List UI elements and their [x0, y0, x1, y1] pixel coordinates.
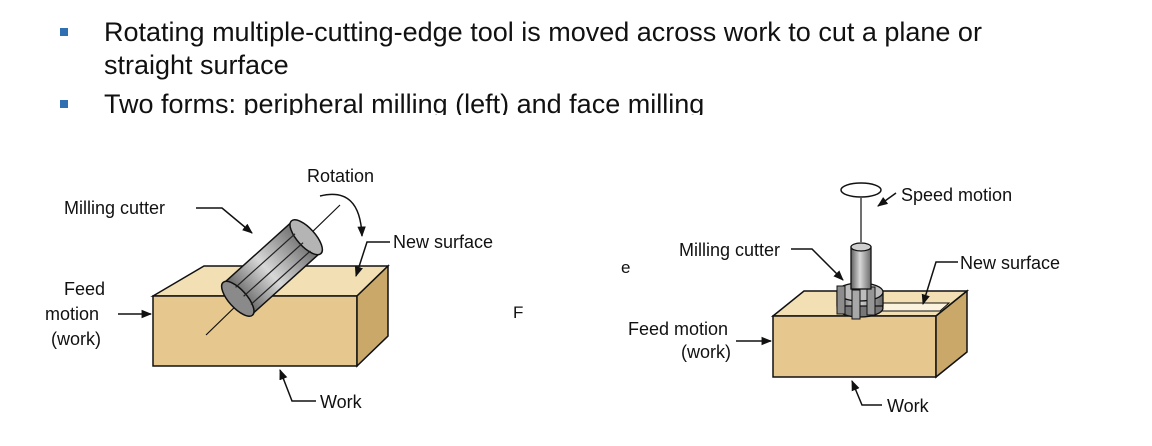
left-figure: Rotation Milling cutter New surface Feed…: [45, 166, 493, 412]
right-milling-cutter-label: Milling cutter: [679, 240, 780, 260]
bullet-text-line: Two forms: peripheral milling (left) and…: [104, 89, 705, 115]
right-speed-motion-label: Speed motion: [901, 185, 1012, 205]
right-new-surface-label: New surface: [960, 253, 1060, 273]
left-milling-cutter: [205, 204, 341, 336]
left-feed-label-line3: (work): [51, 329, 101, 349]
bullet-marker-icon: [60, 100, 68, 108]
right-surface-leader: [921, 261, 958, 306]
bullet-marker-icon: [60, 28, 68, 36]
left-rotation-label: Rotation: [307, 166, 374, 186]
right-feed-label-line1: Feed motion: [628, 319, 728, 339]
right-cutter-leader: [791, 248, 844, 281]
right-milling-cutter: [836, 242, 884, 320]
bullet-text-line: straight surface: [104, 50, 289, 80]
right-figure: Speed motion Milling cutter New surface …: [628, 182, 1060, 416]
right-work-label: Work: [887, 396, 930, 416]
left-work-label: Work: [320, 392, 363, 412]
right-speed-leader: [877, 192, 897, 207]
right-feed-label-line2: (work): [681, 342, 731, 362]
stray-letter-f: F: [513, 303, 523, 322]
bullet-text-line: Rotating multiple-cutting-edge tool is m…: [104, 17, 982, 47]
bullet-list: Rotating multiple-cutting-edge tool is m…: [60, 16, 1120, 121]
bullet-item: Two forms: peripheral milling (left) and…: [60, 88, 1120, 115]
left-new-surface-label: New surface: [393, 232, 493, 252]
left-feed-label-line2: motion: [45, 304, 99, 324]
left-surface-leader: [354, 241, 390, 277]
left-feed-label-line1: Feed: [64, 279, 105, 299]
stray-letter-e: e: [621, 258, 630, 277]
left-work-leader: [279, 369, 316, 402]
right-work-leader: [851, 380, 882, 406]
left-cutter-leader: [196, 207, 253, 234]
left-milling-cutter-label: Milling cutter: [64, 198, 165, 218]
bullet-item: Rotating multiple-cutting-edge tool is m…: [60, 16, 1120, 82]
left-rotation-arrow: [319, 193, 366, 238]
speed-motion-circle-icon: [840, 182, 882, 198]
